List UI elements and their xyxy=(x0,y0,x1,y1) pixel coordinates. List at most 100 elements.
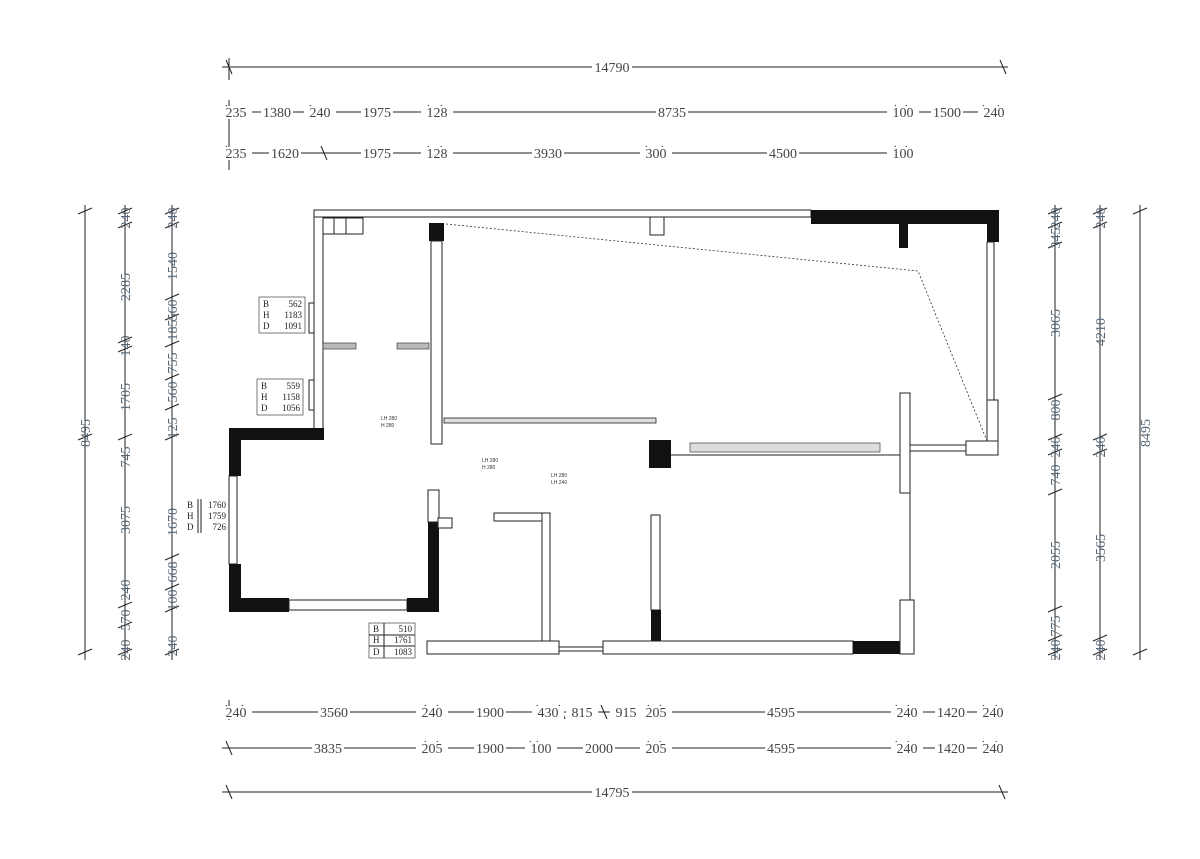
room-mark-3: LH 280 LH 240 xyxy=(551,473,567,486)
table-4-row-label-h: H xyxy=(373,635,380,645)
dimension-label-bg xyxy=(474,742,506,755)
room-mark-2-line2: H 280 xyxy=(482,465,496,471)
dimension-label: 128 xyxy=(427,106,448,121)
dimension-label: 240 xyxy=(984,106,1005,121)
table-3-h: 1759 xyxy=(208,511,227,521)
dimension-label: 235 xyxy=(226,147,247,162)
dimension-label: 240 xyxy=(166,636,181,657)
dimension-label: 240 xyxy=(983,742,1004,757)
dimension-label: 4210 xyxy=(1094,318,1109,346)
dimension-label: 240 xyxy=(1094,437,1109,458)
dimension-label: 240 xyxy=(1049,640,1064,661)
dimension-label-bg xyxy=(421,147,453,160)
dimension-label: 570 xyxy=(119,610,134,631)
top-total-dim: 14790 xyxy=(595,61,630,76)
dimension-label-bg xyxy=(304,106,336,119)
dimension-label: 240 xyxy=(1049,437,1064,458)
table-2-row-label-b: B xyxy=(261,381,267,391)
dimension-label: 240 xyxy=(119,208,134,229)
dimension-label-bg xyxy=(765,742,797,755)
dimension-label-bg xyxy=(416,742,448,755)
dimension-label: 240 xyxy=(119,640,134,661)
dimension-label: 3065 xyxy=(1049,309,1064,337)
dimension-label: 1975 xyxy=(363,106,391,121)
dimension-label-bg xyxy=(931,106,963,119)
room-mark-3-line1: LH 280 xyxy=(551,473,567,479)
dimension-label-bg xyxy=(421,106,453,119)
dimension-label: 1975 xyxy=(363,147,391,162)
dimension-label: 1420 xyxy=(937,706,965,721)
dimension-label: 800 xyxy=(1049,400,1064,421)
dimension-label-bg xyxy=(583,742,615,755)
dimension-label: 240 xyxy=(422,706,443,721)
table-3-row-label-b: B xyxy=(187,500,193,510)
dimension-label-bg xyxy=(640,742,672,755)
dimension-label: 915 xyxy=(616,706,637,721)
dimension-label: 205 xyxy=(646,706,667,721)
dimension-label: 240 xyxy=(1094,640,1109,661)
dimension-label-bg xyxy=(935,742,967,755)
dimension-label: 240 xyxy=(119,580,134,601)
dimension-label-bg xyxy=(312,742,344,755)
dimension-label: 125 xyxy=(166,418,181,439)
dimension-label: 240 xyxy=(1094,208,1109,229)
dimension-label: 1540 xyxy=(166,252,181,280)
table-4-row-label-d: D xyxy=(373,647,380,657)
dimension-label: 1900 xyxy=(476,706,504,721)
right-total-dim: 8495 xyxy=(1139,419,1154,447)
dimension-label: 1705 xyxy=(119,383,134,411)
dimension-label: 240 xyxy=(226,706,247,721)
walls xyxy=(228,209,999,655)
dimension-label: 4595 xyxy=(767,706,795,721)
table-1-d: 1091 xyxy=(284,321,302,331)
room-mark-2: LH 280 H 280 xyxy=(482,458,498,471)
room-mark-3-line2: LH 240 xyxy=(551,480,567,486)
dimension-label: 240 xyxy=(897,706,918,721)
dimension-label: 745 xyxy=(119,447,134,468)
dimension-label: 4595 xyxy=(767,742,795,757)
window-table-1: B H D 562 1183 1091 xyxy=(258,296,306,334)
dimension-label: 300 xyxy=(646,147,667,162)
dimension-label: 1670 xyxy=(166,508,181,536)
dimension-label: 240 xyxy=(310,106,331,121)
dimension-label: 560 xyxy=(166,382,181,403)
table-3-row-label-d: D xyxy=(187,522,194,532)
dimension-label: 775 xyxy=(1049,616,1064,637)
dimension-label: 100 xyxy=(531,742,552,757)
table-2-b: 559 xyxy=(287,381,301,391)
dimension-label-bg xyxy=(220,147,252,160)
dimension-label: 240 xyxy=(897,742,918,757)
dimension-label: 755 xyxy=(166,353,181,374)
dimension-label: 2055 xyxy=(1049,541,1064,569)
dimension-label: 3930 xyxy=(534,147,562,162)
dimension-label: 8735 xyxy=(658,106,686,121)
dimension-label: 100 xyxy=(893,147,914,162)
dimension-label: 345 xyxy=(1049,228,1064,249)
dimension-label: 2285 xyxy=(119,273,134,301)
window-table-3: B H D 1760 1759 726 xyxy=(187,499,227,533)
dimension-label: 240 xyxy=(1049,208,1064,229)
dimension-label-bg xyxy=(765,706,797,719)
dimension-label: 205 xyxy=(422,742,443,757)
dimension-label: 2000 xyxy=(585,742,613,757)
table-1-h: 1183 xyxy=(284,310,302,320)
dimension-label-bg xyxy=(767,147,799,160)
table-1-b: 562 xyxy=(289,299,303,309)
dimension-label: 185 xyxy=(166,320,181,341)
room-mark-1: LH 280 H 280 xyxy=(381,416,397,429)
dimension-label-bg xyxy=(656,106,688,119)
dimension-label-bg xyxy=(220,106,252,119)
dimension-label-bg xyxy=(640,706,672,719)
dimension-label: 3565 xyxy=(1094,534,1109,562)
table-3-row-label-h: H xyxy=(187,511,194,521)
dimension-label: 235 xyxy=(226,106,247,121)
